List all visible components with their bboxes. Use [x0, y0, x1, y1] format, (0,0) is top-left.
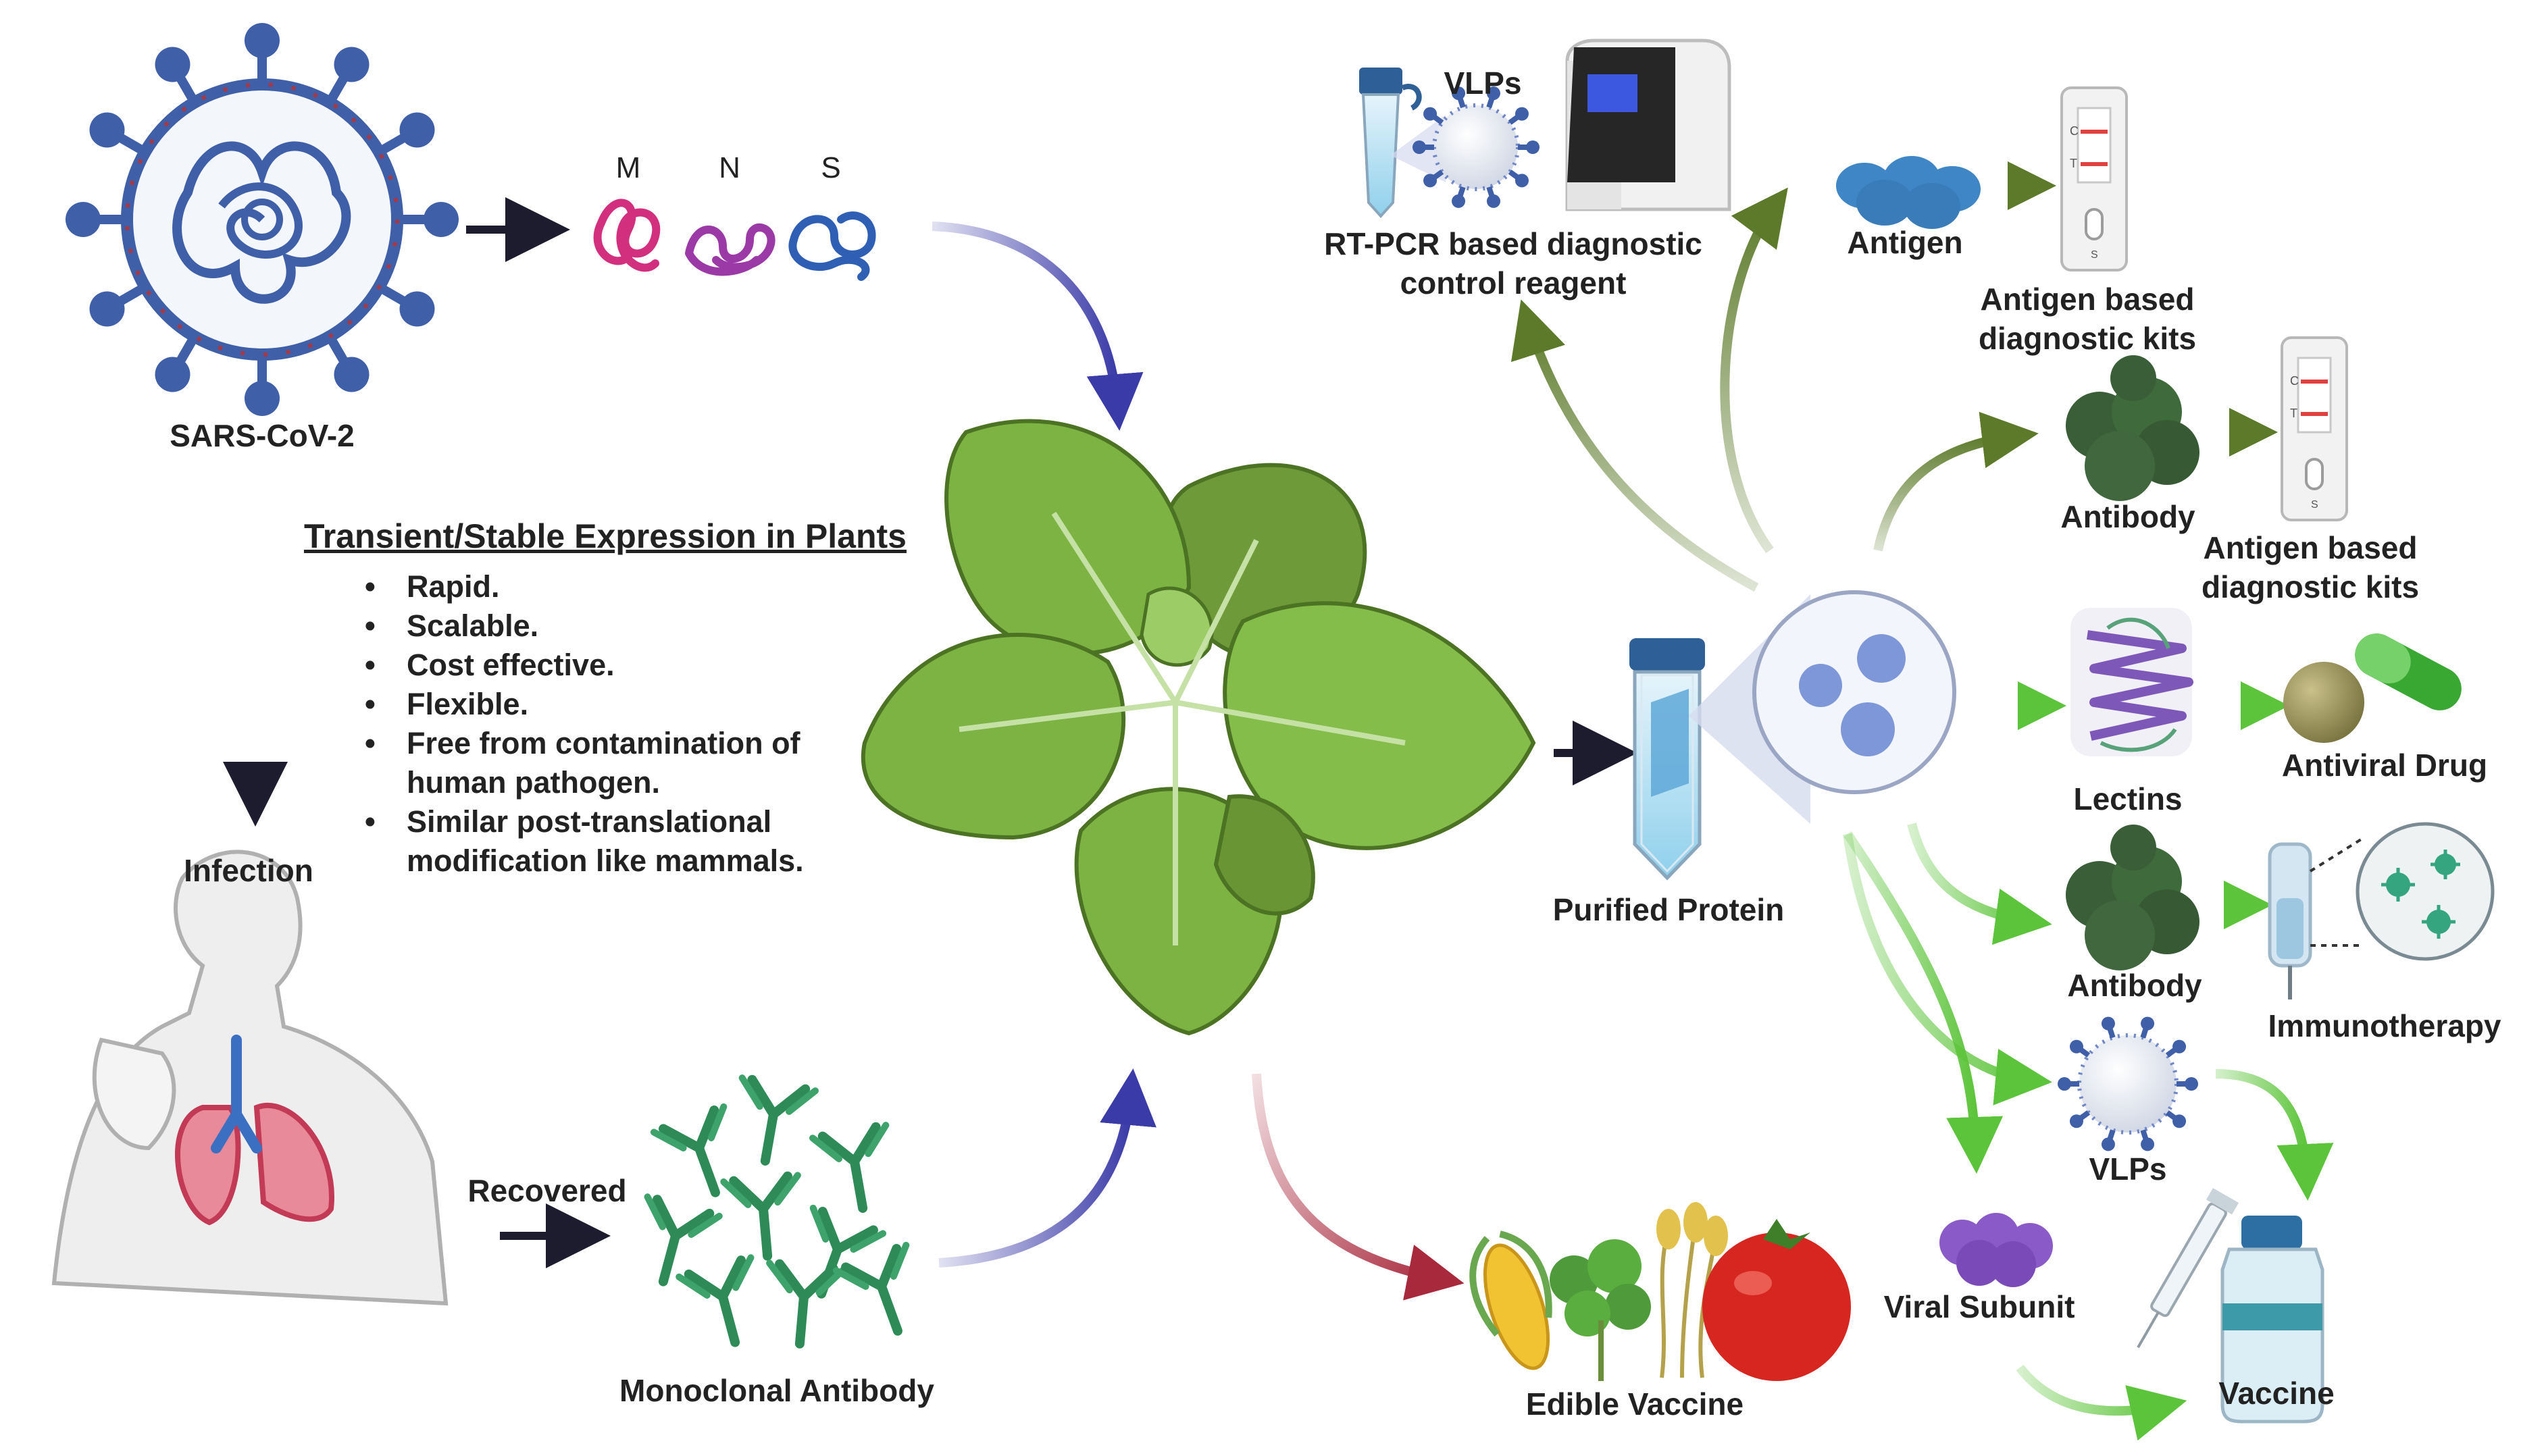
rtpcr-label-line2: control reagent — [1400, 265, 1627, 301]
infection-label: Infection — [184, 853, 313, 888]
benefit-item: Flexible. — [365, 685, 946, 724]
benefit-item: Free from contamination of human pathoge… — [365, 724, 853, 802]
sars-cov-2-virus-icon — [66, 23, 459, 416]
protein-s-label: S — [821, 151, 841, 184]
antigen-kit-1-line1: Antigen based — [1980, 282, 2195, 317]
antibody-to-plant-arrow — [938, 1068, 1156, 1268]
protein-s-icon — [788, 211, 876, 281]
antigen-kit-2-line1: Antigen based — [2203, 530, 2418, 565]
immuno-zoom-dots — [2309, 836, 2366, 947]
svg-text:T: T — [2070, 157, 2077, 170]
antibody-1-label: Antibody — [2060, 499, 2195, 534]
antigen-kit-2-line2: diagnostic kits — [2201, 569, 2420, 604]
antigen-cluster-icon — [1836, 156, 1981, 229]
antigen-kit-1-line2: diagnostic kits — [1978, 321, 2197, 356]
antibody-1-mass-icon — [2066, 355, 2199, 501]
expression-benefit-list: Rapid. Scalable. Cost effective. Flexibl… — [365, 567, 946, 881]
antibody-2-mass-icon — [2066, 825, 2199, 970]
protein-to-subunit-arrow — [1843, 831, 2004, 1174]
svg-text:T: T — [2290, 407, 2297, 420]
plant-icon — [861, 419, 1536, 1036]
antigen-test-kit-icon: C T S — [2060, 86, 2128, 271]
protein-to-rtpcr-arrow — [1510, 299, 1759, 592]
monoclonal-antibody-label: Monoclonal Antibody — [619, 1373, 934, 1408]
lectin-structure-icon — [2070, 608, 2193, 756]
viral-subunit-icon — [1939, 1213, 2053, 1287]
antibody-2-label: Antibody — [2067, 968, 2202, 1003]
protein-to-vlps-arrow — [1843, 833, 2052, 1106]
pcr-machine-icon — [1565, 38, 1731, 211]
sars-cov-2-label: SARS-CoV-2 — [170, 418, 355, 453]
purified-protein-label: Purified Protein — [1552, 892, 1785, 927]
recovered-label: Recovered — [467, 1173, 627, 1208]
vlp-top-icon — [1413, 86, 1540, 208]
purified-protein-tube-icon — [1629, 638, 1705, 881]
protein-to-antibody-2-arrow — [1907, 823, 2052, 945]
benefit-item: Cost effective. — [365, 646, 946, 685]
vaccine-vial-syringe-icon — [2137, 1188, 2324, 1424]
viral-subunit-label: Viral Subunit — [1883, 1289, 2075, 1324]
benefit-item: Scalable. — [365, 606, 946, 646]
rtpcr-label-line1: RT-PCR based diagnostic — [1324, 226, 1702, 261]
benefit-item: Rapid. — [365, 567, 946, 606]
vlps-label: VLPs — [2089, 1151, 2167, 1187]
svg-text:S: S — [2091, 249, 2098, 261]
protein-zoom-icon — [1752, 590, 1956, 794]
benefit-item: Similar post-translational modification … — [365, 802, 866, 881]
protein-m-icon — [593, 199, 661, 272]
subunit-to-vaccine-arrow — [2016, 1364, 2187, 1441]
immunotherapy-label: Immunotherapy — [2268, 1008, 2501, 1043]
antigen-test-kit-2-icon: C T S — [2281, 336, 2348, 521]
vaccine-label: Vaccine — [2218, 1376, 2335, 1411]
protein-n-label: N — [719, 151, 740, 184]
svg-text:C: C — [2290, 374, 2299, 388]
expression-panel-title: Transient/Stable Expression in Plants — [304, 517, 907, 555]
vlp-icon — [2058, 1016, 2198, 1151]
svg-text:S: S — [2311, 499, 2318, 511]
svg-text:C: C — [2070, 124, 2079, 138]
antigen-label: Antigen — [1847, 225, 1963, 260]
iv-bag-icon — [2268, 842, 2312, 999]
antiviral-drug-label: Antiviral Drug — [2281, 748, 2488, 783]
protein-m-label: M — [615, 151, 641, 184]
proteins-to-plant-arrow — [932, 222, 1144, 431]
edible-vaccine-label: Edible Vaccine — [1525, 1386, 1744, 1422]
pcr-tube-icon — [1359, 68, 1422, 218]
rtpcr-vlps-label: VLPs — [1444, 66, 1522, 101]
plant-to-edible-vaccine-arrow — [1252, 1073, 1465, 1301]
infected-patient-icon — [51, 850, 449, 1306]
antiviral-drug-icon — [2283, 633, 2462, 743]
protein-to-antibody-1-arrow — [1873, 411, 2039, 552]
edible-vaccine-produce-icon — [1469, 1202, 1851, 1381]
immunotherapy-cells-icon — [2356, 822, 2495, 961]
lectins-label: Lectins — [2073, 781, 2183, 816]
vlps-to-vaccine-arrow — [2215, 1069, 2334, 1201]
protein-n-icon — [685, 224, 775, 276]
monoclonal-antibody-cluster — [644, 1074, 910, 1349]
protein-to-antigen-arrow — [1720, 187, 1788, 554]
